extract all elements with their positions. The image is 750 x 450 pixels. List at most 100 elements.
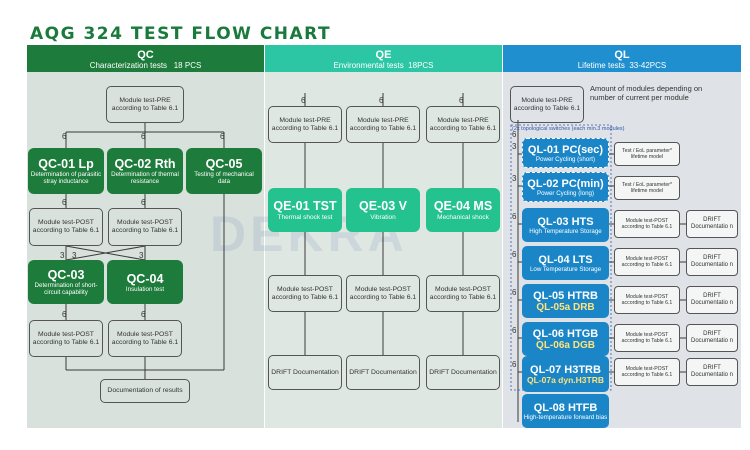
qc-header-sub: Characterization tests [89,61,168,70]
ql05-box: QL-05 HTRB QL-05a DRB [522,284,609,318]
qe-post-2: Module test-POST according to Table 6.1 [346,275,420,312]
qe-post-3: Module test-POST according to Table 6.1 [426,275,500,312]
qc05-desc: Testing of mechanical data [194,171,254,185]
ql05a-title: QL-05a DRB [536,301,595,313]
qe01-box: QE-01 TST Thermal shock test [268,188,342,232]
qc-count-10: 6 [141,310,146,319]
qc-count-1: 6 [62,132,67,141]
qe-header-title: QE [375,49,392,61]
ql03-box: QL-03 HTS High Temperature Storage [522,208,609,242]
ql04-desc: Low Temperature Storage [529,265,602,273]
qc-count-2: 6 [141,132,146,141]
qc-post-2: Module test-POST according to Table 6.1 [108,208,182,246]
ql01-box: QL-01 PC(sec) Power Cycling (short) [522,138,609,168]
qe-drift-2: DRIFT Documentation [346,355,420,390]
qe03-desc: Vibration [370,213,396,221]
ql-drift-2: DRIFT Documentatio n [686,248,738,276]
qe-pre-2: Module test-PRE according to Table 6.1 [346,106,420,143]
qe-header: QE Environmental tests 18PCS [265,45,502,72]
qc01-desc: Determination of parasitic stray inducta… [30,171,102,185]
ql-post-4: Module test-POST according to Table 6.1 [614,324,680,352]
qc01-title: QC-01 Lp [38,157,94,171]
qe-header-sub: Environmental tests [333,61,404,70]
qe-post-1: Module test-POST according to Table 6.1 [268,275,342,312]
ql-lifetime-model-2: Test / EoL parameter* lifetime model [614,176,680,200]
ql08-desc: High-temperature forward bias [523,413,608,421]
qc04-box: QC-04 Insulation test [107,260,183,304]
ql-count-2: 3 [512,174,517,183]
ql-count-7: 6 [512,360,517,369]
ql03-title: QL-03 HTS [537,215,594,228]
ql-count-4: 6 [512,250,517,259]
ql06-box: QL-06 HTGB QL-06a DGB [522,322,609,356]
qc-count-5: 3 [60,251,65,260]
qc02-desc: Determination of thermal resistance [111,171,179,185]
ql-post-2: Module test-POST according to Table 6.1 [614,248,680,276]
ql05-title: QL-05 HTRB [533,289,598,302]
qc-post-4: Module test-POST according to Table 6.1 [108,320,182,357]
ql06-title: QL-06 HTGB [532,327,599,340]
ql-post-5: Module test-POST according to Table 6.1 [614,358,680,386]
qc-count-4: 6 [62,198,67,207]
qe-count-1: 6 [301,96,306,105]
qe03-box: QE-03 V Vibration [346,188,420,232]
ql-header-title: QL [614,49,630,61]
qe-drift-1: DRIFT Documentation [268,355,342,390]
ql-header: QL Lifetime tests 33-42PCS [503,45,741,72]
ql-count-3: 6 [512,212,517,221]
qe03-title: QE-03 V [359,198,407,213]
ql02-desc: Power Cycling (long) [536,189,595,197]
ql-amount-note: Amount of modules depending on number of… [590,84,703,102]
ql-drift-1: DRIFT Documentatio n [686,210,738,238]
qc01-box: QC-01 Lp Determination of parasitic stra… [28,148,104,194]
qe-pre-3: Module test-PRE according to Table 6.1 [426,106,500,143]
ql07-box: QL-07 H3TRB QL-07a dyn.H3TRB [522,356,609,392]
ql07-title: QL-07 H3TRB [530,363,601,376]
qe-count-2: 6 [379,96,384,105]
ql01-desc: Power Cycling (short) [535,155,596,163]
ql06a-title: QL-06a DGB [536,339,595,351]
qc03-title: QC-03 [47,268,85,282]
qc-pre-test: Module test-PRE according to Table 6.1 [106,86,184,123]
ql-header-count: 33-42PCS [629,61,667,70]
ql-drift-4: DRIFT Documentatio n [686,324,738,352]
ql-pre-test: Module test-PRE according to Table 6.1 [510,86,584,123]
qc-count-8: 6 [141,198,146,207]
qe01-desc: Thermal shock test [277,213,333,221]
ql-header-sub: Lifetime tests [577,61,625,70]
qc-documentation: Documentation of results [100,379,190,403]
qc-count-6: 3 [72,251,77,260]
ql-post-3: Module test-POST according to Table 6.1 [614,286,680,314]
qe01-title: QE-01 TST [273,198,337,213]
ql04-box: QL-04 LTS Low Temperature Storage [522,246,609,280]
ql07a-title: QL-07a dyn.H3TRB [527,374,604,385]
ql-count-5: 6 [512,288,517,297]
ql-lifetime-model-1: Test / EoL parameter* lifetime model [614,142,680,166]
ql-count-1: 3 [512,142,517,151]
ql02-title: QL-02 PC(min) [527,177,604,190]
qc-count-7: 3 [139,251,144,260]
qc04-title: QC-04 [126,271,164,286]
qc04-desc: Insulation test [125,285,165,293]
qc-post-3: Module test-POST according to Table 6.1 [29,320,103,357]
ql-count-0: 6 [512,130,517,139]
qe-header-count: 18PCS [408,61,434,70]
qc-count-9: 6 [62,310,67,319]
qe-count-3: 6 [459,96,464,105]
ql03-desc: High Temperature Storage [529,227,602,235]
qc02-title: QC-02 Rth [114,157,176,171]
ql-drift-3: DRIFT Documentatio n [686,286,738,314]
qc-header-title: QC [137,49,154,61]
ql04-title: QL-04 LTS [538,253,593,266]
qe-drift-3: DRIFT Documentation [426,355,500,390]
ql-count-6: 6 [512,326,517,335]
ql-post-1: Module test-POST according to Table 6.1 [614,210,680,238]
ql08-title: QL-08 HTFB [533,401,598,414]
qc03-box: QC-03 Determination of short-circuit cap… [28,260,104,304]
qc05-box: QC-05 Testing of mechanical data [186,148,262,194]
qc-header-count: 18 PCS [173,61,202,70]
qc05-title: QC-05 [205,157,243,171]
qe04-box: QE-04 MS Mechanical shock [426,188,500,232]
qc03-desc: Determination of short-circuit capabilit… [34,282,98,296]
